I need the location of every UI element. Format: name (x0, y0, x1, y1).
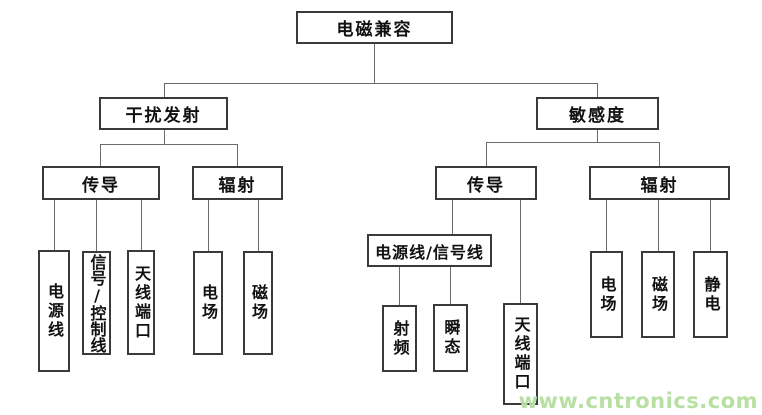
connector-transient-drop (450, 267, 451, 304)
node-emission: 干扰发射 (99, 97, 228, 130)
node-susceptibility-conducted: 传导 (435, 166, 537, 200)
connector-esd-drop (710, 200, 711, 251)
connector-emission-drop (164, 83, 165, 97)
connector-mfield-sus-drop (658, 200, 659, 251)
node-esd: 静电 (693, 251, 728, 338)
connector-emission-radiated-drop (237, 144, 238, 166)
node-signal-control-line: 信号/控制线 (82, 251, 111, 355)
node-susceptibility-radiated: 辐射 (589, 166, 730, 200)
connector-susceptibility-conducted-drop (486, 142, 487, 166)
node-antenna-port-emission: 天线端口 (127, 250, 155, 355)
connector-susceptibility-drop (597, 83, 598, 97)
node-mfield-emission: 磁场 (243, 251, 273, 355)
connector-antenna-port-sus-drop (520, 200, 521, 303)
node-emc-root: 电磁兼容 (296, 11, 453, 44)
node-efield-emission: 电场 (193, 251, 223, 355)
connector-power-line-drop (54, 200, 55, 250)
connector-susceptibility-stem (597, 130, 598, 142)
connector-signal-control-drop (96, 200, 97, 251)
connector-antenna-port-em-drop (141, 200, 142, 250)
connector-level2-rail (164, 83, 598, 84)
node-mfield-susceptibility: 磁场 (641, 251, 675, 338)
node-emission-conducted: 传导 (42, 166, 160, 200)
watermark-text: www.cntronics.com (518, 389, 758, 413)
connector-emission-stem (164, 130, 165, 144)
connector-rf-drop (399, 267, 400, 305)
node-rf: 射频 (382, 305, 417, 372)
connector-efield-em-drop (208, 200, 209, 251)
connector-susceptibility-radiated-drop (659, 142, 660, 166)
node-power-signal-line-group: 电源线/信号线 (367, 234, 492, 267)
connector-susceptibility-rail (486, 142, 659, 143)
connector-emission-conducted-drop (100, 144, 101, 166)
connector-root-stem (374, 44, 375, 83)
node-transient: 瞬态 (433, 304, 468, 372)
node-emission-radiated: 辐射 (192, 166, 283, 200)
connector-efield-sus-drop (606, 200, 607, 251)
connector-power-signal-group-drop (452, 200, 453, 234)
node-power-line: 电源线 (38, 250, 70, 372)
node-efield-susceptibility: 电场 (590, 251, 623, 338)
node-antenna-port-susceptibility: 天线端口 (503, 303, 538, 405)
connector-emission-rail (100, 144, 237, 145)
connector-mfield-em-drop (258, 200, 259, 251)
node-susceptibility: 敏感度 (536, 97, 659, 130)
